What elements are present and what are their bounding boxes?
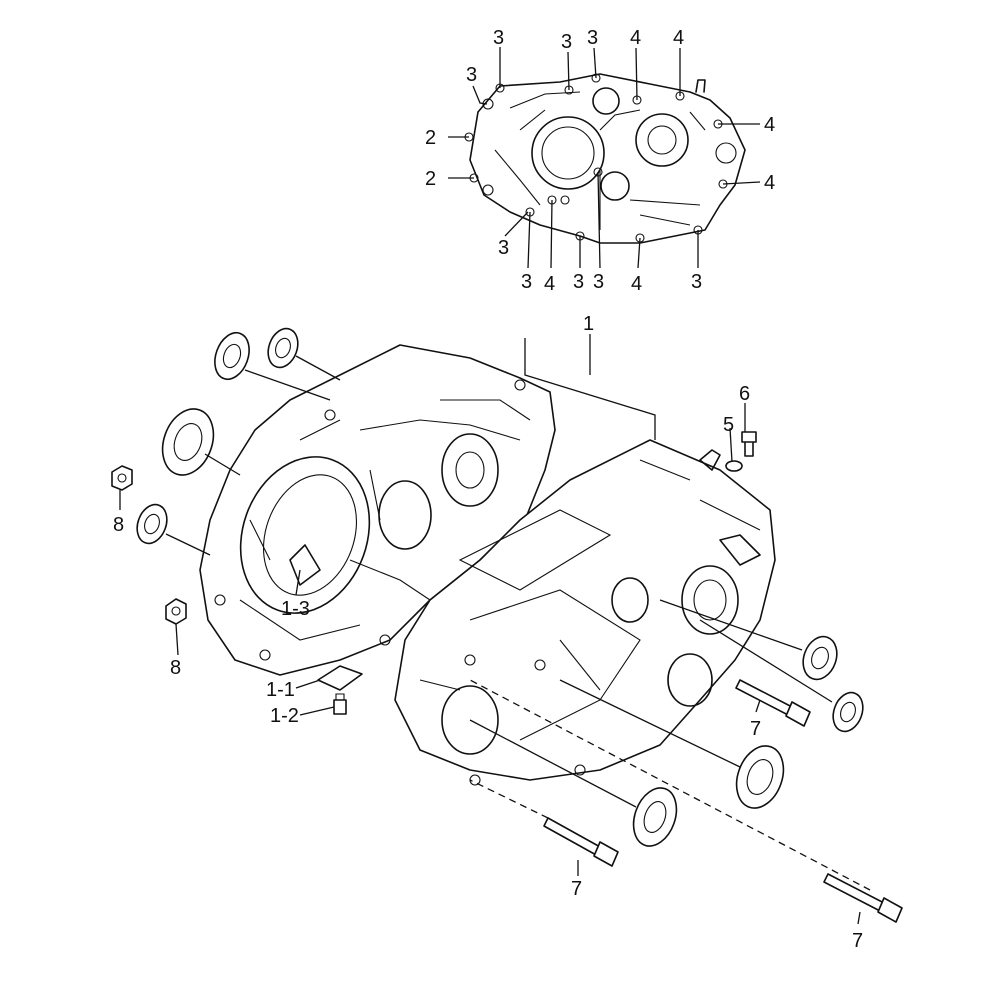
callout-7-b: 7: [571, 878, 582, 900]
callout-7-a: 7: [750, 718, 761, 740]
callout-3-h: 3: [593, 271, 604, 293]
bearing-right-2: [832, 691, 864, 733]
callout-4-d: 4: [764, 172, 775, 194]
left-crankcase-half: [199, 344, 556, 676]
right-crankcase-half: [394, 439, 776, 786]
bearing-right-1: [802, 635, 838, 681]
screw-1-2: [333, 693, 347, 715]
crankcase-assembly-bracket: [524, 334, 656, 440]
bearing-upper-left-2: [267, 327, 299, 369]
bearing-upper-left-1: [214, 331, 250, 381]
callout-2-b: 2: [425, 168, 436, 190]
washer-5: [725, 460, 743, 472]
callout-3-b: 3: [561, 31, 572, 53]
bolt-7-lower-right: [823, 873, 903, 923]
bolt-6: [741, 431, 757, 457]
callout-4-b: 4: [673, 27, 684, 49]
callout-4-e: 4: [544, 273, 555, 295]
callout-2-a: 2: [425, 127, 436, 149]
plate-1-1: [317, 665, 363, 691]
callout-3-e: 3: [498, 237, 509, 259]
callout-5: 5: [723, 414, 734, 436]
bearing-mid-left: [136, 503, 168, 545]
callout-3-i: 3: [691, 271, 702, 293]
nut-8-lower: [165, 598, 187, 625]
callout-8-a: 8: [113, 514, 124, 536]
callout-3-a: 3: [493, 27, 504, 49]
callout-7-c: 7: [852, 930, 863, 952]
callout-4-a: 4: [630, 27, 641, 49]
gasket-detail-view: [464, 73, 746, 244]
callout-3-d: 3: [466, 64, 477, 86]
bolt-7-lower-middle: [543, 817, 619, 867]
bearing-large-left: [161, 408, 215, 476]
callout-4-f: 4: [631, 273, 642, 295]
callout-leaders: [119, 403, 861, 925]
bearing-lower-right: [632, 787, 678, 847]
bolt-7-right: [735, 679, 811, 727]
bearing-large-right: [735, 745, 785, 809]
callout-1-2: 1-2: [270, 705, 299, 727]
callout-3-g: 3: [573, 271, 584, 293]
nut-8-upper: [111, 465, 133, 491]
callout-4-c: 4: [764, 114, 775, 136]
callout-1: 1: [583, 313, 594, 335]
callout-1-1: 1-1: [266, 679, 295, 701]
gasket-leader-lines: [448, 47, 761, 269]
callout-8-b: 8: [170, 657, 181, 679]
callout-3-c: 3: [587, 27, 598, 49]
assembly-lines: [165, 355, 871, 891]
callout-labels: 3 3 3 4 4 3 2 2 4 4 3 3 4 3 3 4 3 1 6 5 …: [113, 27, 863, 952]
callout-1-3: 1-3: [281, 598, 310, 620]
callout-3-f: 3: [521, 271, 532, 293]
callout-6: 6: [739, 383, 750, 405]
